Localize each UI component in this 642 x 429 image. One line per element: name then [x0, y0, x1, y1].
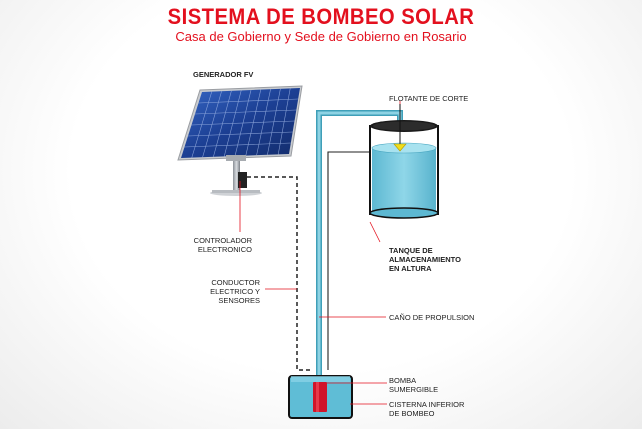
- storage-tank: [369, 120, 439, 219]
- label-cano: CAÑO DE PROPULSION: [389, 313, 475, 322]
- label-bomba: BOMBA SUMERGIBLE: [389, 376, 439, 394]
- diagram-title: SISTEMA DE BOMBEO SOLAR: [167, 4, 475, 29]
- controller-box: [238, 172, 247, 188]
- diagram-subtitle: Casa de Gobierno y Sede de Gobierno en R…: [175, 29, 467, 44]
- label-controlador: CONTROLADOR ELECTRONICO: [193, 236, 252, 254]
- solar-panel: [177, 85, 303, 196]
- electric-conductor-line: [247, 176, 313, 371]
- label-generador-fv: GENERADOR FV: [193, 70, 254, 79]
- label-flotante: FLOTANTE DE CORTE: [389, 94, 469, 103]
- label-cisterna: CISTERNA INFERIOR DE BOMBEO: [389, 400, 465, 418]
- submersible-pump: [313, 382, 327, 412]
- label-conductor: CONDUCTOR ELECTRICO Y SENSORES: [210, 278, 260, 305]
- float-switch: [393, 104, 407, 152]
- label-tanque: TANQUE DE ALMACENAMIENTO EN ALTURA: [389, 246, 461, 273]
- leader-tanque: [369, 221, 381, 243]
- sensor-wire: [327, 151, 372, 370]
